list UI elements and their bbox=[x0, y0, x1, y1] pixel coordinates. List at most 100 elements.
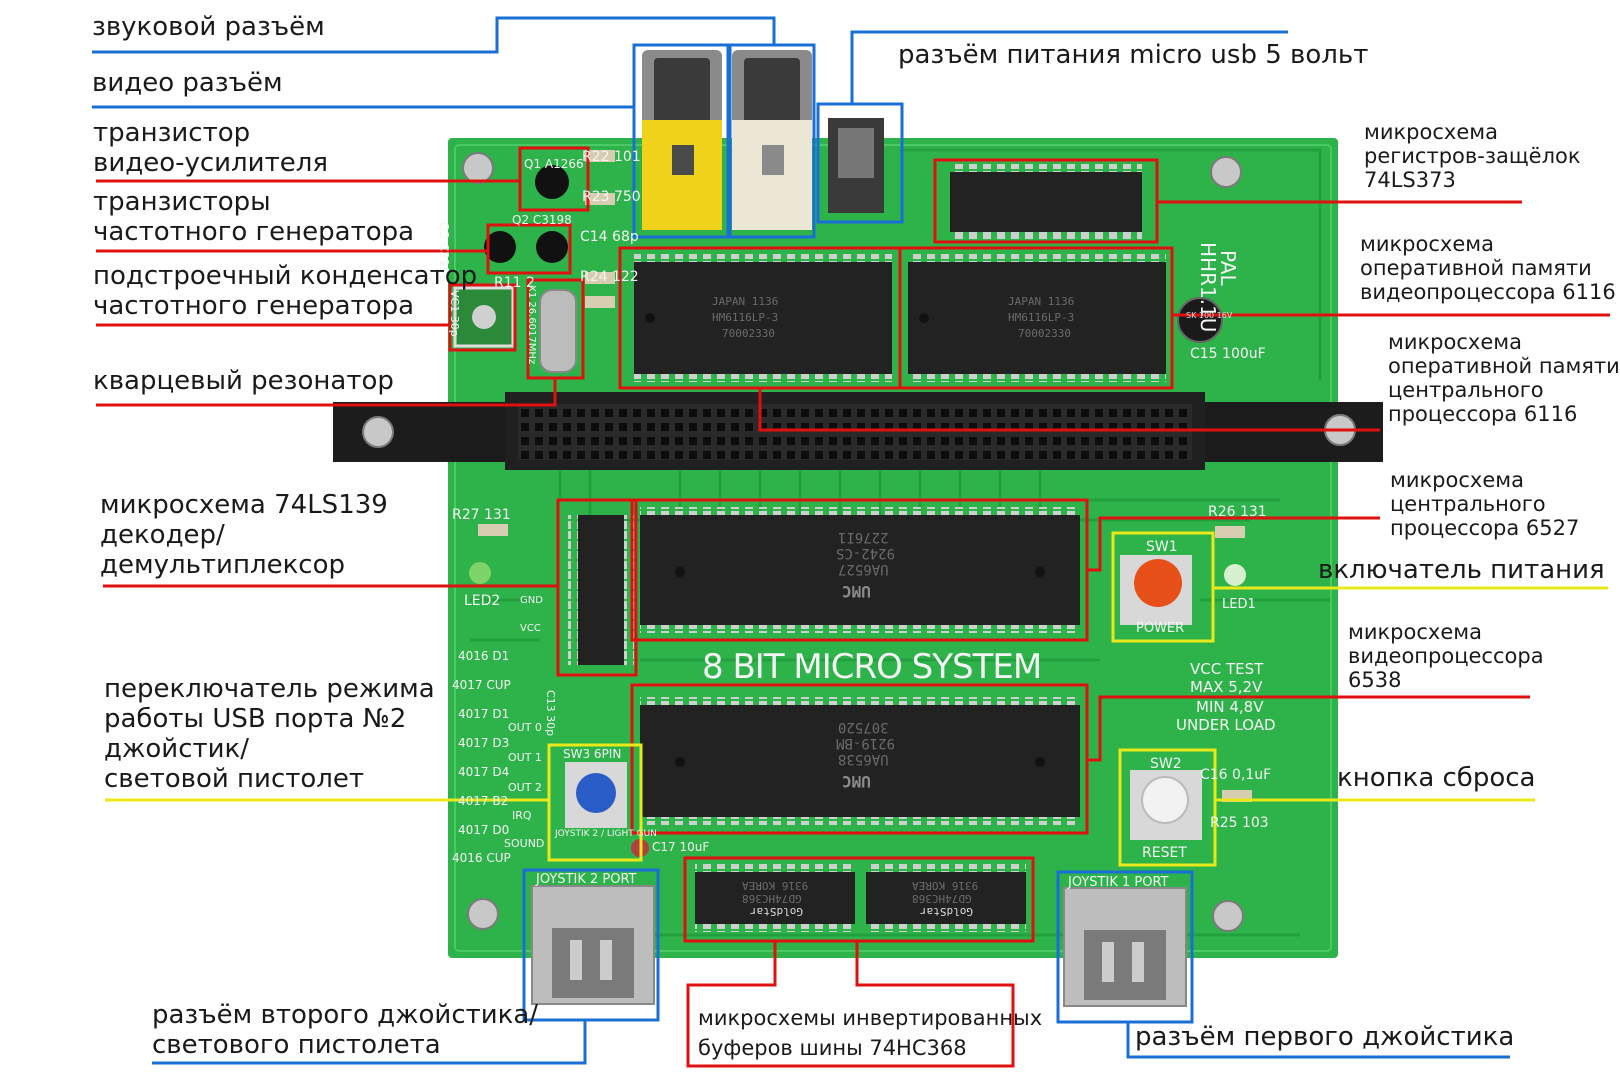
transistor-q3 bbox=[536, 231, 568, 263]
screw-bottom-right bbox=[1212, 900, 1244, 932]
silk-x1: X1 26.6017MHz bbox=[526, 285, 537, 365]
leader-audio bbox=[92, 16, 776, 54]
silk-under-load: UNDER LOAD bbox=[1176, 716, 1276, 734]
label-decoder: микросхема 74LS139 декодер/ демультиплек… bbox=[100, 490, 388, 580]
chip-decoder-74ls139 bbox=[568, 515, 634, 665]
screw-bottom-left bbox=[467, 898, 499, 930]
leader-power-usb bbox=[850, 30, 1288, 104]
transistor-q1 bbox=[535, 165, 569, 199]
cpu-line3: 9242-CS bbox=[836, 545, 896, 561]
board-title: 8 BIT MICRO SYSTEM bbox=[702, 647, 1042, 687]
power-switch-sw1 bbox=[1120, 555, 1192, 625]
silk-q1: Q1 A1266 bbox=[524, 157, 584, 171]
box-rca-video bbox=[726, 43, 816, 239]
silk-c15: C15 100uF bbox=[1190, 346, 1266, 362]
silk-c14: C14 68p bbox=[580, 229, 639, 245]
box-trans-video bbox=[518, 146, 590, 212]
silk-c17: C17 10uF bbox=[652, 840, 710, 854]
ppu-line2: UA6538 bbox=[838, 751, 889, 767]
box-joy1 bbox=[1056, 870, 1194, 1024]
silk-led2: LED2 bbox=[464, 593, 501, 609]
leader-joy1 bbox=[1126, 1022, 1510, 1059]
label-cpu: микросхема центрального процессора 6527 bbox=[1390, 468, 1580, 540]
leader-buffers bbox=[686, 941, 1015, 1068]
mode-switch-sw3 bbox=[565, 762, 627, 828]
silk-joy1: JOYSTIK 1 PORT bbox=[1068, 875, 1169, 890]
silk-min: MIN 4,8V bbox=[1196, 698, 1264, 716]
label-video-ram: микросхема оперативной памяти видеопроце… bbox=[1360, 232, 1616, 304]
led1 bbox=[1224, 564, 1246, 586]
label-bus-buffers: микросхемы инвертированных буферов шины … bbox=[698, 1006, 1043, 1060]
label-joy2-port: разъём второго джойстика/ светового пист… bbox=[152, 1000, 539, 1060]
silk-out2: OUT 2 bbox=[508, 781, 542, 794]
silk-led1: LED1 bbox=[1222, 597, 1256, 612]
silk-r11: R11 2 bbox=[494, 275, 535, 291]
screw-top-left bbox=[462, 152, 494, 184]
silk-sw3-mode: JOYSTIK 2 / LIGHT GUN bbox=[555, 829, 657, 839]
label-reset-button: кнопка сброса bbox=[1337, 763, 1536, 793]
silk-r24: R24 122 bbox=[580, 269, 639, 285]
silk-pin-4: 4017 D4 bbox=[458, 765, 510, 779]
silk-pin-5: 4017 B2 bbox=[458, 794, 509, 808]
silk-sw3: SW3 6PIN bbox=[563, 747, 622, 761]
chip-ram-cpu-6116 bbox=[908, 254, 1166, 382]
leader-crystal bbox=[96, 378, 557, 407]
buf1-line1: GoldStar bbox=[750, 905, 803, 918]
label-joy1-port: разъём первого джойстика bbox=[1135, 1022, 1515, 1052]
silk-r27: R27 131 bbox=[452, 507, 511, 523]
silk-r25: R25 103 bbox=[1210, 815, 1269, 831]
ram1-line3: 70002330 bbox=[722, 327, 775, 340]
silk-r22: R22 101 bbox=[582, 149, 641, 165]
buf2-line3: 9316 KOREA bbox=[912, 879, 979, 892]
chip-buffer-74hc368-2 bbox=[866, 864, 1026, 932]
leader-ppu bbox=[1087, 695, 1530, 762]
usb-a-port-joystick1 bbox=[1063, 887, 1187, 1007]
label-osc-transistors: транзисторы частотного генератора bbox=[93, 187, 415, 247]
ppu-line3: 9219-BM bbox=[836, 735, 896, 751]
silk-pin-2: 4017 D1 bbox=[458, 707, 510, 721]
capacitor-c15 bbox=[1177, 297, 1223, 343]
buf2-line1: GoldStar bbox=[920, 905, 973, 918]
chip-latch-74ls373 bbox=[950, 164, 1142, 240]
silk-max: MAX 5,2V bbox=[1190, 678, 1263, 696]
transistor-q2 bbox=[484, 231, 516, 263]
audio-rca-jack bbox=[642, 50, 722, 230]
box-joy2 bbox=[522, 868, 660, 1022]
label-video-proc: микросхема видеопроцессора 6538 bbox=[1348, 620, 1544, 692]
label-usb2-mode-switch: переключатель режима работы USB порта №2… bbox=[104, 674, 435, 794]
label-latch: микросхема регистров-защёлок 74LS373 bbox=[1364, 120, 1581, 192]
silk-reset: RESET bbox=[1142, 845, 1187, 861]
chip-cpu-6527 bbox=[640, 507, 1080, 633]
chip-buffer-74hc368-1 bbox=[695, 864, 855, 932]
silk-cap-marking: SK 100 16V bbox=[1186, 311, 1233, 320]
chip-ppu-6538 bbox=[640, 697, 1080, 825]
buf2-line2: GD74HC368 bbox=[912, 892, 972, 905]
label-video-amp-transistor: транзистор видео-усилителя bbox=[93, 118, 328, 178]
label-audio-jack: звуковой разъём bbox=[92, 12, 325, 42]
silk-sw1: SW1 bbox=[1146, 539, 1178, 555]
silk-irq: IRQ bbox=[512, 809, 532, 822]
led2 bbox=[469, 562, 491, 584]
video-rca-jack bbox=[732, 50, 812, 230]
leader-ram-cpu bbox=[758, 388, 1380, 432]
ram2-line2: HM6116LP-3 bbox=[1008, 311, 1075, 324]
cpu-line4: 2276I1 bbox=[838, 529, 889, 545]
box-trimmer bbox=[448, 283, 517, 352]
silk-pin-0: 4016 D1 bbox=[458, 649, 510, 663]
silk-c13: C13 30p bbox=[544, 690, 557, 737]
ram2-line1: JAPAN 1136 bbox=[1008, 295, 1075, 308]
box-mode-switch bbox=[547, 743, 643, 862]
label-trimmer-cap: подстроечный конденсатор частотного гене… bbox=[93, 261, 478, 321]
label-power-switch: включатель питания bbox=[1318, 555, 1605, 585]
label-video-jack: видео разъём bbox=[92, 68, 283, 98]
label-crystal: кварцевый резонатор bbox=[93, 366, 394, 396]
silk-pin-1: 4017 CUP bbox=[452, 678, 511, 692]
silk-joy2: JOYSTIK 2 PORT bbox=[536, 872, 637, 887]
leader-cpu bbox=[1087, 516, 1380, 572]
silk-r23: R23 750 bbox=[582, 189, 641, 205]
ppu-line1: UMC bbox=[842, 772, 871, 791]
ppu-line4: 307520 bbox=[838, 719, 889, 735]
ram2-line3: 70002330 bbox=[1018, 327, 1071, 340]
box-micro-usb bbox=[816, 102, 904, 224]
